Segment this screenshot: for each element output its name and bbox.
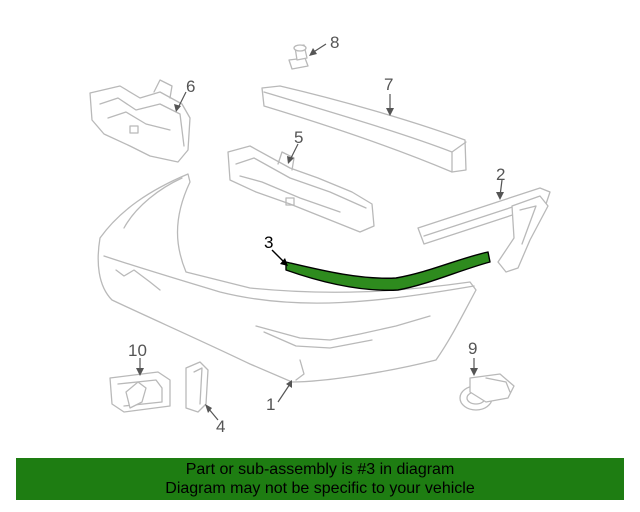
- parts-diagram: 8 6 7 5 2: [89, 33, 551, 436]
- leader-3: [271, 249, 285, 263]
- part-2-side-bracket[interactable]: [417, 187, 551, 273]
- leader-1: [277, 383, 291, 403]
- callout-4[interactable]: 4: [216, 417, 225, 436]
- part-8-bolt[interactable]: [288, 44, 309, 70]
- part-4-end-cap[interactable]: [185, 361, 209, 413]
- part-5-bracket[interactable]: [227, 145, 375, 233]
- callout-9[interactable]: 9: [468, 339, 477, 358]
- leader-6-arrow: [174, 104, 181, 112]
- callout-10[interactable]: 10: [128, 341, 147, 360]
- leader-1-arrow: [286, 380, 292, 388]
- callout-8[interactable]: 8: [330, 33, 339, 52]
- leader-3-arrow: [280, 258, 288, 266]
- part-10-plate[interactable]: [109, 371, 171, 413]
- leader-7-arrow: [386, 108, 394, 116]
- banner-line-1: Part or sub-assembly is #3 in diagram: [185, 461, 455, 478]
- callout-1[interactable]: 1: [266, 395, 275, 414]
- part-1-bumper-cover[interactable]: [97, 173, 477, 383]
- leader-2-arrow: [496, 192, 504, 200]
- leader-9-arrow: [470, 368, 478, 376]
- part-6-bracket[interactable]: [89, 79, 191, 163]
- callout-7[interactable]: 7: [384, 75, 393, 94]
- leader-10-arrow: [136, 368, 144, 376]
- part-3-molding-strip[interactable]: [285, 251, 491, 291]
- part-9-parking-sensor[interactable]: [459, 373, 515, 411]
- callout-3[interactable]: 3: [264, 233, 273, 252]
- leader-6: [177, 91, 187, 109]
- part-7-reinforcement[interactable]: [261, 85, 467, 173]
- leader-8-arrow: [309, 48, 317, 56]
- info-banner: Part or sub-assembly is #3 in diagram Di…: [16, 458, 624, 500]
- leader-5-arrow: [287, 156, 294, 164]
- leader-4-arrow: [205, 404, 212, 413]
- callout-5[interactable]: 5: [294, 128, 303, 147]
- callout-6[interactable]: 6: [186, 77, 195, 96]
- callout-2[interactable]: 2: [496, 165, 505, 184]
- banner-line-2: Diagram may not be specific to your vehi…: [165, 480, 475, 497]
